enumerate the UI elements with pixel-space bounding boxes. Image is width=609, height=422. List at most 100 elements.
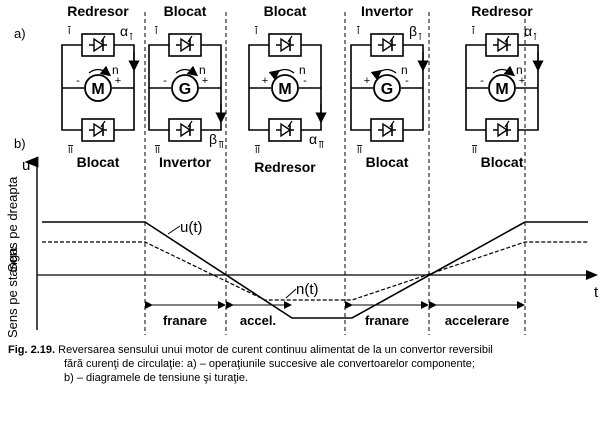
polarity-left: - — [163, 75, 167, 87]
caption-line-1: Reversarea sensului unui motor de curent… — [58, 344, 493, 356]
segment-franare-1: franare — [163, 313, 207, 328]
polarity-right: + — [202, 75, 208, 87]
bridge-i-label: I — [68, 26, 71, 36]
firing-angle-sub: I — [130, 33, 132, 42]
x-axis-label: t — [594, 284, 599, 301]
rotation-arrow-icon — [88, 65, 112, 77]
panel-b-label: b) — [14, 136, 26, 151]
speed-label: n — [516, 63, 523, 77]
top-state-label: Redresor — [67, 3, 129, 19]
bridge-ii-label: II — [155, 145, 160, 155]
machine-letter: G — [179, 81, 191, 98]
machine-icon — [271, 74, 299, 102]
polarity-right: + — [115, 75, 121, 87]
bridge-i-label: I — [155, 26, 158, 36]
bridge-ii-label: II — [255, 145, 260, 155]
segment-franare-2: franare — [365, 313, 409, 328]
polarity-left: + — [262, 75, 268, 87]
direction-label-left: Sens pe stanga — [5, 247, 20, 338]
bridge-i-label: I — [255, 26, 258, 36]
bridge-i-icon — [268, 33, 302, 57]
bridge-i-icon — [485, 33, 519, 57]
machine-letter: M — [91, 81, 104, 98]
caption-line-2: fără curenţi de circulaţie: a) – operaţi… — [64, 358, 475, 370]
bridge-ii-label: II — [357, 145, 362, 155]
machine-letter: M — [278, 81, 291, 98]
n-curve-label: n(t) — [296, 281, 319, 298]
u-curve-label: u(t) — [180, 219, 203, 236]
firing-angle-sub: I — [534, 33, 536, 42]
polarity-right: - — [405, 75, 409, 87]
firing-angle-sub: II — [219, 141, 223, 150]
polarity-left: + — [364, 75, 370, 87]
panel-a-label: a) — [14, 26, 26, 41]
figure-caption: Fig. 2.19. Reversarea sensului unui moto… — [8, 343, 603, 385]
firing-angle: β — [209, 131, 217, 147]
firing-angle: α — [309, 131, 317, 147]
speed-label: n — [199, 63, 206, 77]
bridge-ii-label: II — [472, 145, 477, 155]
direction-label-right: Sens pe dreapta — [5, 176, 20, 272]
bridge-ii-icon — [168, 118, 202, 142]
u-curve — [42, 221, 588, 319]
bridge-i-icon — [81, 33, 115, 57]
polarity-right: - — [303, 75, 307, 87]
speed-label: n — [299, 63, 306, 77]
bottom-state-label: Blocat — [481, 154, 524, 170]
top-state-label: Blocat — [164, 3, 207, 19]
voltage-speed-plot: u t Sens pe dreapta Sens pe stanga u(t) … — [5, 156, 599, 338]
speed-label: n — [112, 63, 119, 77]
rotation-arrow-icon — [370, 68, 397, 81]
rotation-arrow-icon — [175, 65, 199, 77]
bridge-i-icon — [370, 33, 404, 57]
polarity-left: - — [76, 75, 80, 87]
caption-line-3: b) – diagramele de tensiune şi turaţie. — [64, 372, 249, 384]
firing-angle-sub: II — [319, 141, 323, 150]
machine-icon — [373, 74, 401, 102]
u-curve-leader — [167, 225, 181, 235]
bridge-i-icon — [168, 33, 202, 57]
bridge-i-label: I — [472, 26, 475, 36]
firing-angle: α — [120, 23, 128, 39]
bridge-ii-icon — [370, 118, 404, 142]
top-state-label: Blocat — [264, 3, 307, 19]
segment-accel: accel. — [240, 313, 276, 328]
firing-angle: α — [524, 23, 532, 39]
machine-icon — [488, 74, 516, 102]
segment-accelerare: accelerare — [445, 313, 509, 328]
speed-label: n — [401, 63, 408, 77]
bridge-ii-icon — [268, 118, 302, 142]
bridge-ii-icon — [81, 118, 115, 142]
bridge-i-label: I — [357, 26, 360, 36]
figure-number: Fig. 2.19. — [8, 344, 56, 356]
polarity-left: - — [480, 75, 484, 87]
polarity-right: + — [519, 75, 525, 87]
machine-icon — [84, 74, 112, 102]
column-separators — [144, 12, 526, 335]
n-curve — [42, 241, 588, 301]
bottom-state-label: Redresor — [254, 159, 316, 175]
bottom-state-label: Blocat — [77, 154, 120, 170]
bridge-ii-icon — [485, 118, 519, 142]
top-state-label: Invertor — [361, 3, 414, 19]
bridge-ii-label: II — [68, 145, 73, 155]
top-state-label: Redresor — [471, 3, 533, 19]
firing-angle-sub: I — [419, 33, 421, 42]
y-axis-label: u — [22, 157, 30, 174]
x-axis-arrow — [586, 270, 598, 280]
machine-icon — [171, 74, 199, 102]
machine-letter: M — [495, 81, 508, 98]
bottom-state-label: Invertor — [159, 154, 212, 170]
firing-angle: β — [409, 23, 417, 39]
rotation-arrow-icon — [268, 68, 295, 81]
machine-letter: G — [381, 81, 393, 98]
rotation-arrow-icon — [492, 65, 516, 77]
n-curve-leader — [285, 288, 297, 299]
